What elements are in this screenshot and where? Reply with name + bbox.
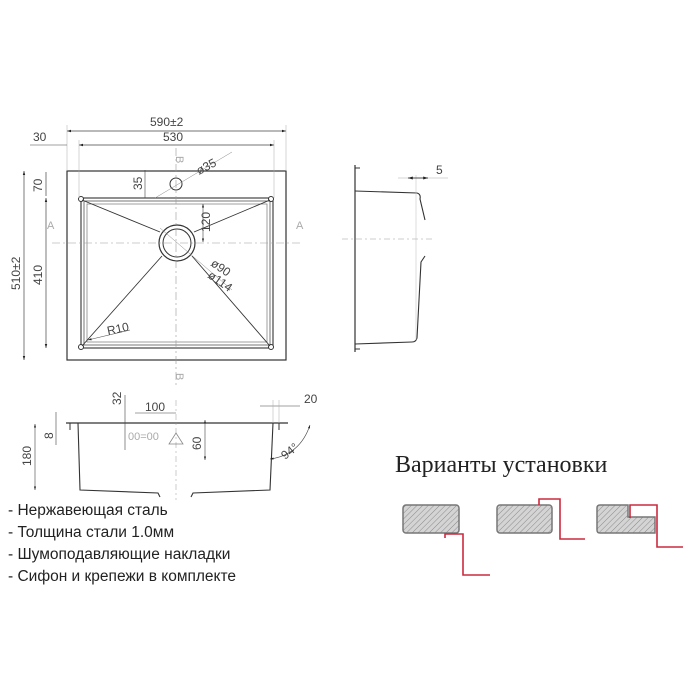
features-list: - Нержавеющая сталь - Толщина стали 1.0м… [8,500,236,588]
installation-variants [402,498,683,576]
dim-side-margin: 30 [33,130,47,144]
dim-bowl-height: 410 [31,265,45,285]
front-section-view: 00=00 180 8 32 100 60 20 94° [20,391,318,500]
sink-outline [66,170,287,361]
dim-flange: 5 [436,163,443,177]
dim-drain-offset: 120 [199,212,213,232]
top-view: A A B B 590±2 530 30 510±2 410 70 35 ø35… [9,115,304,385]
section-mark-a-right: A [296,220,304,232]
dim-drain-height: 60 [190,436,204,450]
variant-undermount-icon [402,504,490,576]
side-view: 5 [342,163,448,352]
dim-tap-hole-offset: 35 [131,176,145,190]
dim-depth: 180 [20,446,34,466]
overflow-label: 00=00 [128,431,159,443]
feature-item: - Шумоподавляющие накладки [8,546,231,563]
dim-corner-radius: R10 [106,320,131,338]
feature-item: - Нержавеющая сталь [8,502,168,519]
dim-overall-width: 590±2 [150,115,184,129]
dim-bowl-width: 530 [163,130,183,144]
section-mark-a-left: A [47,220,55,232]
installation-title: Варианты установки [395,452,608,478]
dim-overflow-distance: 100 [145,400,165,414]
dim-tap-hole-diameter: ø35 [194,155,219,177]
dim-top-margin: 70 [31,178,45,192]
dim-flange-height: 8 [42,432,56,439]
dim-wall-angle: 94° [278,440,301,462]
bowl-outline [80,197,274,349]
variant-overmount-icon [496,498,585,540]
dim-rim-width: 20 [304,392,318,406]
dim-drain-outer-diameter: ø114 [205,268,235,295]
feature-item: - Сифон и крепежи в комплекте [8,568,237,585]
section-mark-b-top: B [173,156,185,163]
section-mark-b-bottom: B [173,373,185,380]
feature-item: - Толщина стали 1.0мм [8,524,175,541]
variant-flush-mount-icon [596,504,683,548]
dim-overflow-offset: 32 [110,391,124,405]
dim-overall-height: 510±2 [9,256,23,290]
